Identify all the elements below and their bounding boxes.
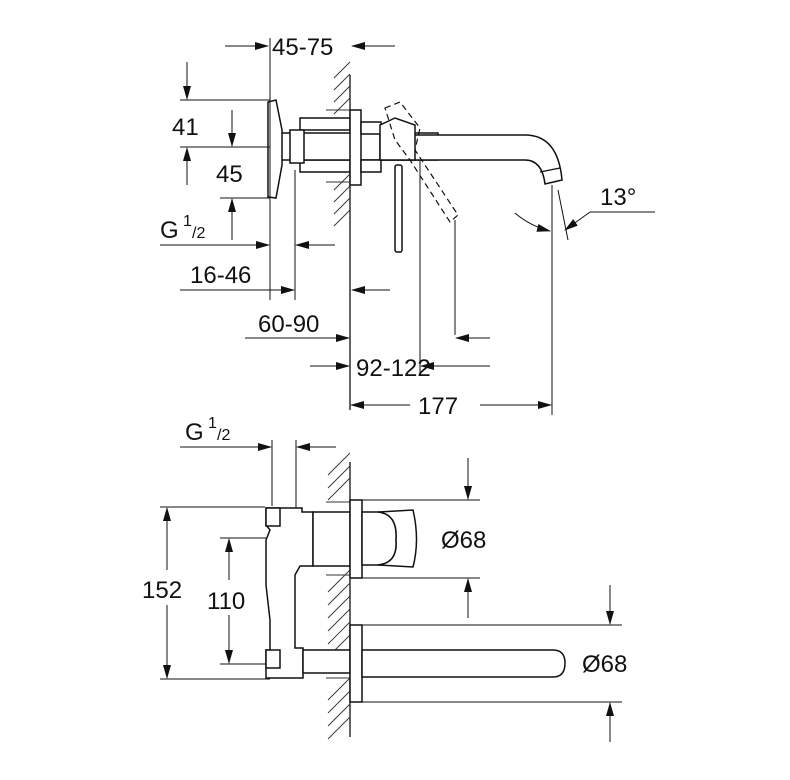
- mounting-plate: [349, 109, 362, 186]
- dim-wall-depth: 45-75: [272, 34, 333, 61]
- upper-body-tube: [299, 117, 351, 131]
- dim-lever-offset: 92-122: [356, 355, 431, 382]
- thread-denominator: /2: [217, 427, 230, 444]
- spout-connector: [302, 649, 351, 674]
- wall-hatching: [326, 452, 351, 740]
- dim-inlet-spacing: 110: [207, 588, 245, 615]
- spout: [361, 649, 566, 678]
- dim-spout-length: 177: [418, 393, 458, 420]
- dim-arrow: [564, 211, 591, 231]
- lower-inlet: [265, 649, 281, 669]
- thread-letter: G: [185, 419, 204, 446]
- upper-inlet: [265, 507, 281, 527]
- body-collar: [289, 129, 305, 164]
- angle-arc: [514, 212, 551, 232]
- lever-alt-position: [384, 101, 459, 223]
- handle-rosette-diameter: Ø68: [441, 527, 486, 554]
- plate-boss: [360, 121, 382, 135]
- handle-rosette: [349, 499, 363, 579]
- cartridge-housing: [312, 511, 351, 567]
- dim-plate-offset: 60-90: [258, 311, 319, 338]
- spout-angle: 13°: [600, 184, 636, 211]
- thread-numerator: 1: [208, 415, 217, 432]
- handle-cap: [361, 511, 397, 566]
- lever: [394, 164, 403, 253]
- thread-denominator: /2: [192, 225, 205, 242]
- spout: [379, 134, 563, 185]
- thread-size-label: G 1 /2: [160, 213, 205, 244]
- top-view: 45-75 41 45 G 1 /2 16-46 60-90 92-122 17…: [160, 34, 655, 420]
- dim-upper-height: 41: [172, 114, 199, 141]
- thread-size-label: G 1 /2: [185, 415, 230, 446]
- handle-lever: [377, 509, 418, 568]
- spout-aerator: [539, 167, 561, 173]
- thread-numerator: 1: [183, 213, 192, 230]
- dim-total-height: 152: [142, 577, 182, 604]
- spout-rosette: [349, 624, 363, 703]
- lever-base: [379, 117, 416, 161]
- plate-boss-lower: [360, 159, 382, 173]
- lower-body-tube: [299, 159, 351, 173]
- side-view: G 1 /2 152 110 Ø68 Ø68: [142, 415, 627, 742]
- spout-rosette-diameter: Ø68: [582, 651, 627, 678]
- handle-disc: [267, 99, 283, 199]
- thread-letter: G: [160, 217, 179, 244]
- dim-lower-height: 45: [216, 161, 243, 188]
- ext-line: [557, 189, 569, 241]
- wall-hatching: [326, 61, 351, 227]
- dim-handle-offset: 16-46: [190, 262, 251, 289]
